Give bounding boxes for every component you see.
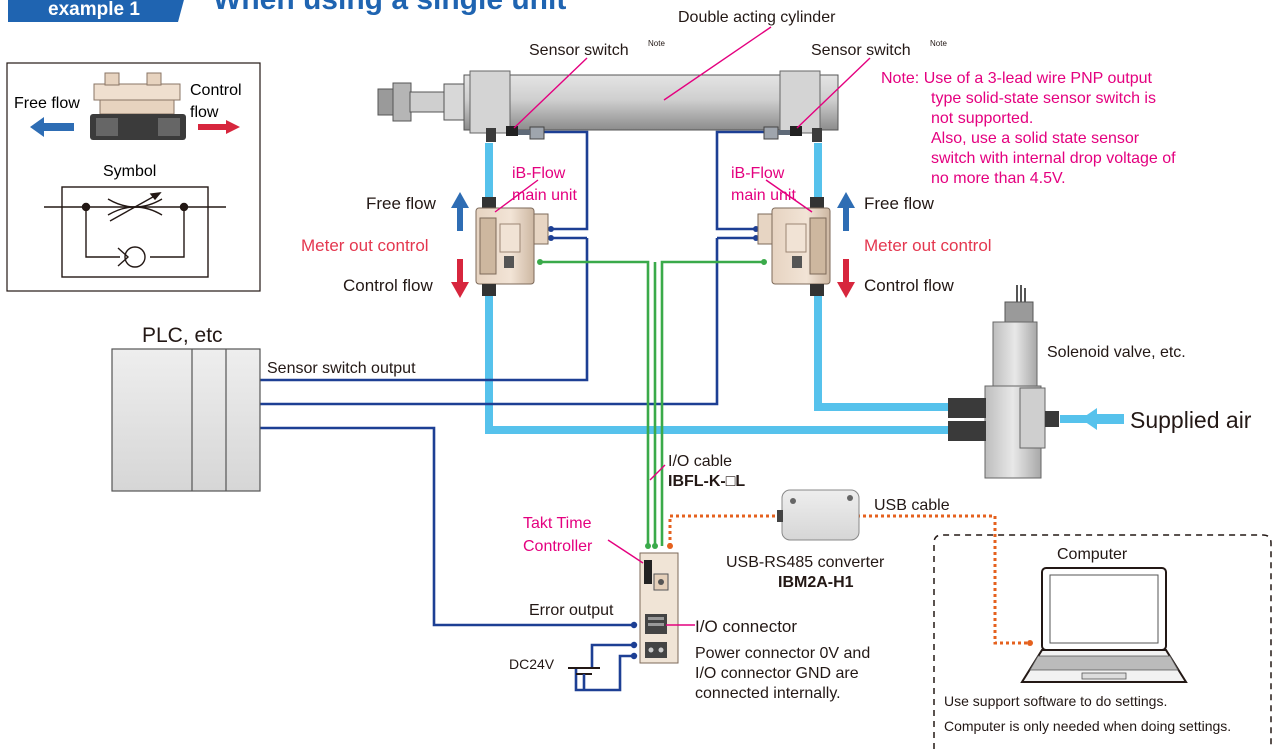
takt-time-controller	[639, 552, 679, 664]
power-line-1: Power connector 0V and	[695, 645, 870, 662]
note-line-4: Also, use a solid state sensor	[931, 130, 1140, 147]
sensor-switch-note-right: Note	[930, 39, 947, 48]
usb-rs485-converter	[777, 489, 860, 541]
io-cable-model: IBFL-K-□L	[668, 473, 745, 490]
dc24v-label: DC24V	[509, 656, 555, 672]
solenoid-label: Solenoid valve, etc.	[1047, 344, 1186, 361]
legend-box: Free flow Control flow Symbol	[6, 62, 261, 292]
signal-wires	[260, 130, 772, 692]
header-badge-text: example 1	[48, 0, 140, 20]
meter-out-label-left: Meter out control	[301, 236, 429, 255]
flow-control-symbol-icon	[44, 186, 226, 278]
ibflow-unit-right	[757, 197, 831, 296]
header: example 1 When using a single unit	[8, 0, 566, 22]
laptop-icon	[1020, 567, 1188, 683]
header-badge	[8, 0, 184, 22]
free-flow-arrow-right-icon	[837, 192, 855, 231]
leader-lines	[494, 26, 871, 626]
takt-label-line2: Controller	[523, 538, 593, 555]
control-flow-arrow-right-icon	[837, 259, 855, 298]
computer-note: Computer is only needed when doing setti…	[944, 718, 1231, 734]
control-flow-label-left: Control flow	[343, 276, 433, 295]
power-line-2: I/O connector GND are	[695, 665, 859, 682]
error-output-label: Error output	[529, 602, 614, 619]
ibflow-left-line2: main unit	[512, 187, 577, 204]
note-line-1: Note: Use of a 3-lead wire PNP output	[881, 70, 1153, 87]
usb-cable-line	[668, 514, 1030, 645]
supplied-air-arrow-icon	[1081, 408, 1124, 430]
free-flow-arrow-left-icon	[451, 192, 469, 231]
legend-unit-icon	[90, 72, 186, 140]
cylinder-label: Double acting cylinder	[678, 9, 836, 26]
power-line-3: connected internally.	[695, 685, 841, 702]
computer-dashed-box	[933, 534, 1272, 749]
sensor-output-label: Sensor switch output	[267, 360, 416, 377]
legend-symbol-label: Symbol	[103, 163, 156, 180]
free-flow-label-right: Free flow	[864, 194, 935, 213]
double-acting-cylinder	[377, 70, 839, 142]
note-line-5: switch with internal drop voltage of	[931, 150, 1176, 167]
free-flow-label-left: Free flow	[366, 194, 437, 213]
legend-control-flow-2: flow	[190, 104, 219, 121]
io-connector-label: I/O connector	[695, 617, 797, 636]
software-note: Use support software to do settings.	[944, 693, 1167, 709]
control-flow-arrow-left-icon	[451, 259, 469, 298]
ibflow-right-line2: main unit	[731, 187, 796, 204]
takt-label-line1: Takt Time	[523, 515, 592, 532]
ibflow-right-line1: iB-Flow	[731, 165, 785, 182]
computer-label: Computer	[1057, 546, 1128, 563]
dc24v-battery-icon	[568, 667, 600, 690]
io-cable-label: I/O cable	[668, 453, 732, 470]
note-line-2: type solid-state sensor switch is	[931, 90, 1156, 107]
meter-out-label-right: Meter out control	[864, 236, 992, 255]
io-cable-wires	[540, 260, 764, 546]
header-title: When using a single unit	[213, 0, 566, 16]
ibflow-left-line1: iB-Flow	[512, 165, 566, 182]
sensor-switch-label-right: Sensor switch	[811, 42, 911, 59]
converter-label: USB-RS485 converter	[726, 554, 885, 571]
labels: Double acting cylinder Sensor switch Not…	[142, 9, 1252, 734]
plc-label: PLC, etc	[142, 324, 223, 347]
plc-box	[111, 348, 261, 492]
legend-free-flow: Free flow	[14, 95, 80, 112]
usb-cable-label: USB cable	[874, 497, 950, 514]
sensor-switch-note-left: Note	[648, 39, 665, 48]
ibflow-unit-left	[475, 197, 549, 296]
note-line-3: not supported.	[931, 110, 1033, 127]
converter-model: IBM2A-H1	[778, 574, 854, 591]
solenoid-valve	[948, 285, 1059, 479]
legend-control-arrow-icon	[198, 120, 240, 134]
note-line-6: no more than 4.5V.	[931, 170, 1066, 187]
control-flow-label-right: Control flow	[864, 276, 954, 295]
legend-free-arrow-icon	[30, 117, 74, 137]
supplied-air-label: Supplied air	[1130, 407, 1252, 433]
sensor-switch-label-left: Sensor switch	[529, 42, 629, 59]
legend-control-flow-1: Control	[190, 82, 242, 99]
